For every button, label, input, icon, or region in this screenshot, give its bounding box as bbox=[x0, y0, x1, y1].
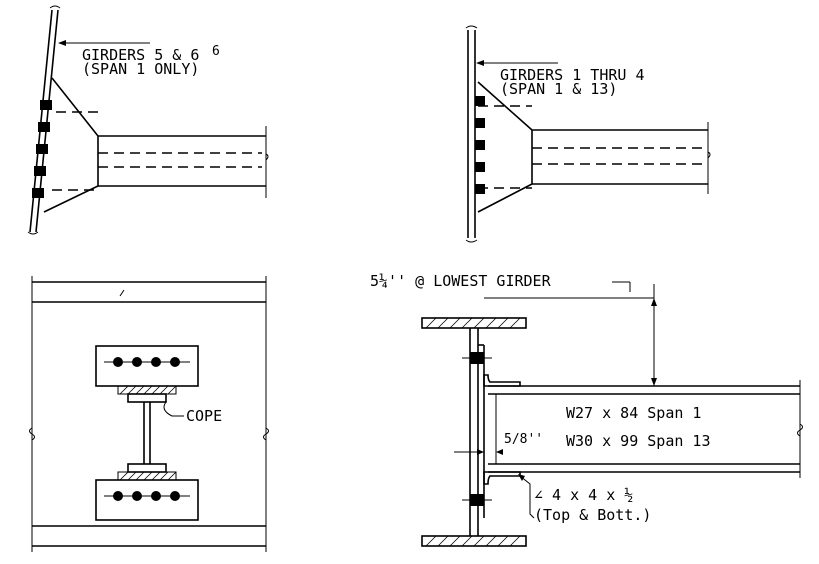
label-span-1-only: (SPAN 1 ONLY) bbox=[82, 60, 199, 78]
label-girders-1-4: GIRDERS 1 THRU 4 (SPAN 1 & 13) bbox=[476, 60, 645, 98]
label-gap: 5/8'' bbox=[504, 432, 543, 447]
girder-beam-right bbox=[532, 122, 711, 194]
dimension-gap: 5/8'' bbox=[454, 432, 543, 455]
flared-end-connection bbox=[43, 77, 99, 213]
clip-angles bbox=[483, 374, 521, 485]
beam-w-section bbox=[488, 380, 803, 478]
i-beam-section bbox=[127, 393, 167, 473]
label-beam-w30: W30 x 99 Span 13 bbox=[566, 432, 711, 450]
label-angle-note: (Top & Bott.) bbox=[534, 506, 651, 524]
label-lowest-girder: 5¼'' @ LOWEST GIRDER bbox=[370, 272, 552, 290]
column-top-flange bbox=[421, 317, 527, 329]
label-angle: ∠ 4 x 4 x ½ bbox=[534, 486, 633, 504]
frame-lines bbox=[29, 276, 269, 552]
beam-labels: W27 x 84 Span 1 W30 x 99 Span 13 bbox=[566, 404, 711, 450]
bolts-column bbox=[462, 352, 492, 506]
skewed-support-plate bbox=[27, 5, 61, 235]
top-bolt-plate bbox=[95, 345, 199, 387]
label-span-1-13: (SPAN 1 & 13) bbox=[500, 80, 617, 98]
column-bottom-flange bbox=[421, 535, 527, 547]
bolt-blocks-right bbox=[475, 96, 485, 194]
bottom-angle-hatched bbox=[117, 471, 177, 481]
label-cope-text: COPE bbox=[186, 407, 222, 425]
label-girders-1-4-text: GIRDERS 1 THRU 4 bbox=[500, 66, 645, 84]
vertical-support-plate bbox=[465, 25, 478, 243]
label-cope: COPE bbox=[163, 401, 222, 425]
detail-cope-section: COPE bbox=[29, 276, 269, 552]
label-superscript-6: 6 bbox=[212, 44, 220, 59]
detail-girders-1-4: GIRDERS 1 THRU 4 (SPAN 1 & 13) bbox=[465, 25, 711, 243]
angle-callout: ∠ 4 x 4 x ½ (Top & Bott.) bbox=[518, 474, 651, 524]
label-girders-5-6: GIRDERS 5 & 6 (SPAN 1 ONLY) 6 bbox=[58, 40, 220, 78]
bottom-bolt-plate bbox=[95, 479, 199, 521]
top-angle-hatched bbox=[117, 385, 177, 395]
girder-beam bbox=[98, 126, 269, 198]
flared-end-connection-right bbox=[477, 81, 533, 213]
dimension-lowest-girder: 5¼'' @ LOWEST GIRDER bbox=[370, 272, 657, 386]
label-beam-w27: W27 x 84 Span 1 bbox=[566, 404, 701, 422]
detail-beam-connection: 5¼'' @ LOWEST GIRDER 5/8'' W27 x 84 Span… bbox=[370, 272, 803, 547]
detail-girders-5-6: GIRDERS 5 & 6 (SPAN 1 ONLY) 6 bbox=[27, 5, 269, 235]
bolt-blocks bbox=[32, 100, 52, 198]
label-girders-5-6-text: GIRDERS 5 & 6 bbox=[82, 46, 199, 64]
